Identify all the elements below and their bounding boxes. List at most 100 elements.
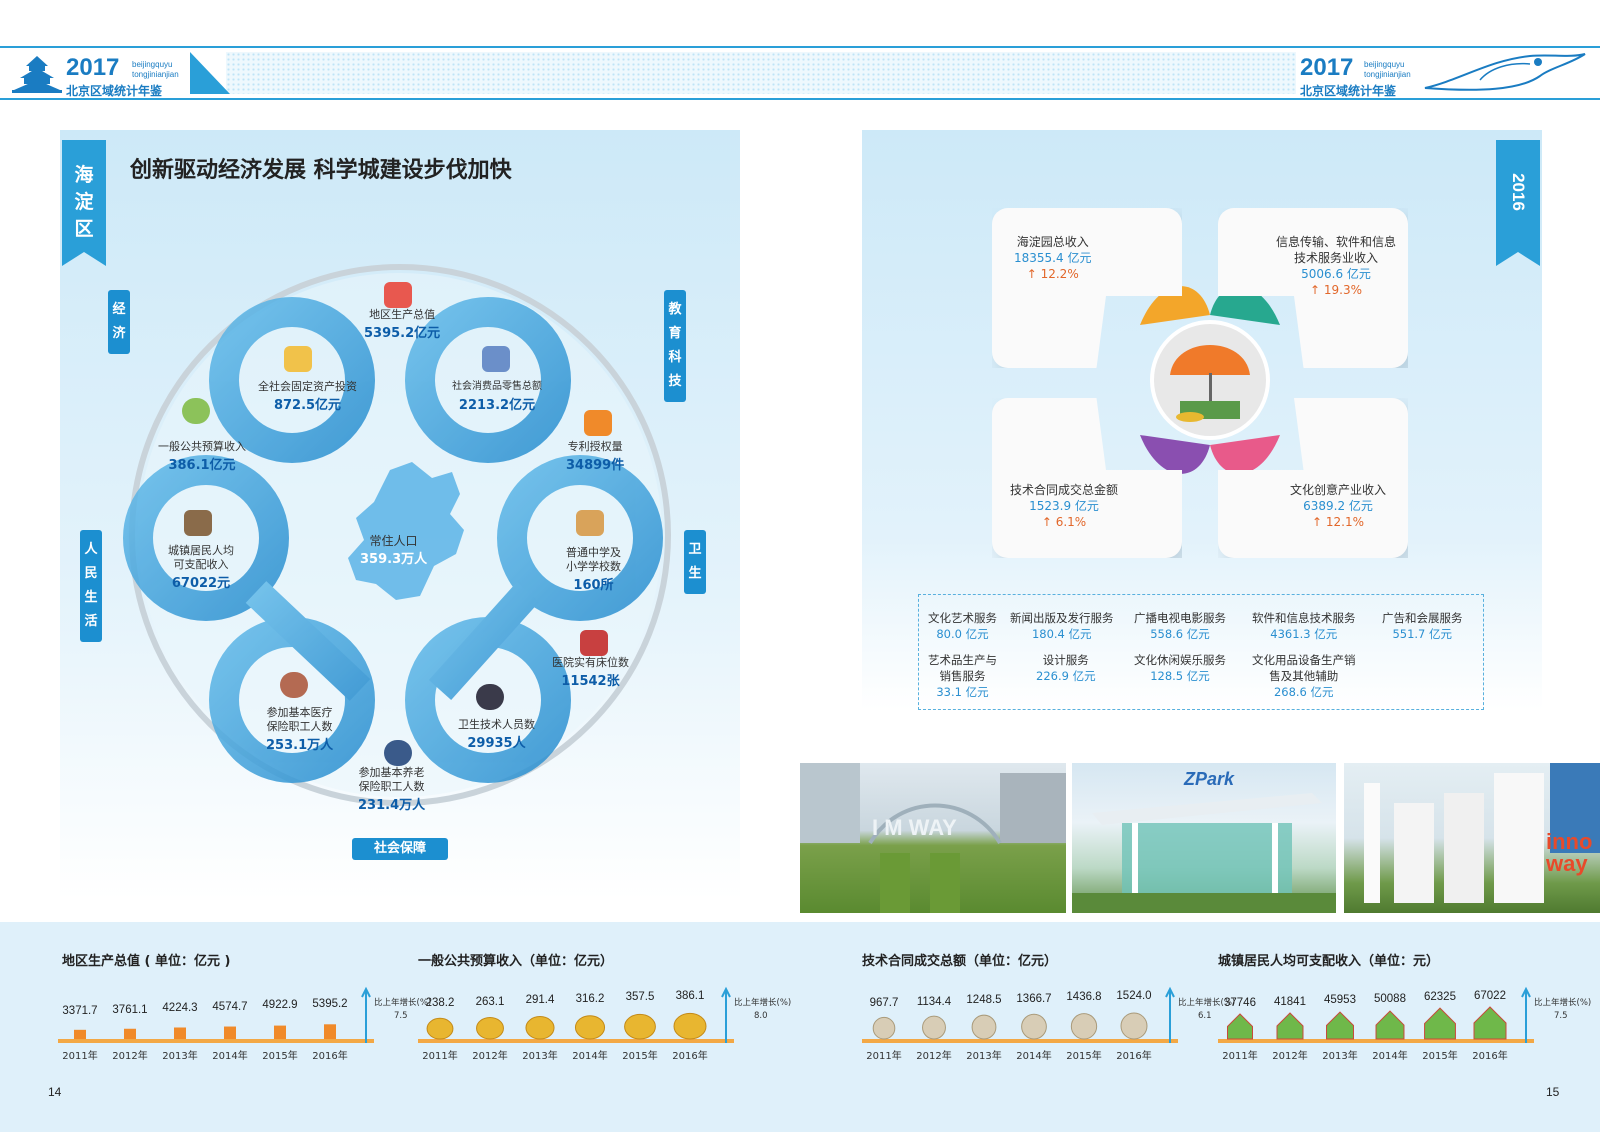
tick-label: 2014年	[1372, 1051, 1408, 1062]
tick-label: 2011年	[1222, 1051, 1258, 1062]
tick-label: 2012年	[112, 1051, 148, 1062]
chart-baseline	[58, 1039, 374, 1043]
pensioners-icon	[384, 740, 412, 766]
tick-label: 2016年	[672, 1051, 708, 1062]
data-label: 1366.7	[1016, 992, 1052, 1005]
chart-mark	[872, 1016, 896, 1040]
patent-icon	[584, 410, 612, 436]
chart-baseline	[862, 1039, 1178, 1043]
data-label: 291.4	[525, 994, 555, 1006]
chart-mark	[124, 1028, 136, 1039]
growth-arrow-icon	[721, 986, 731, 1043]
tick-label: 2012年	[916, 1051, 952, 1062]
mini-chart-svg	[58, 986, 374, 1043]
chart-title-income: 城镇居民人均可支配收入（单位：元）	[1218, 954, 1440, 969]
data-label: 50088	[1374, 992, 1406, 1005]
data-label: 41841	[1274, 995, 1306, 1008]
chart-mark	[1226, 1013, 1254, 1040]
tag-economy: 经济	[108, 290, 130, 354]
tick-label: 2011年	[422, 1051, 458, 1062]
tick-label: 2015年	[262, 1051, 298, 1062]
infographic-ring	[123, 264, 671, 806]
tag-social-security: 社会保障	[352, 838, 448, 860]
photo-imway: I M WAY	[800, 763, 1066, 913]
data-label: 263.1	[475, 995, 505, 1008]
growth-value: 8.0	[754, 1011, 768, 1021]
data-label: 67022	[1474, 989, 1506, 1002]
growth-value: 7.5	[394, 1011, 408, 1021]
chart-mark	[274, 1025, 286, 1039]
photo-innoway: inno way	[1344, 763, 1600, 913]
tick-label: 2014年	[572, 1051, 608, 1062]
data-label: 62325	[1424, 991, 1456, 1003]
data-label: 1134.4	[916, 995, 952, 1008]
page-number-right: 15	[1546, 1085, 1560, 1099]
tick-label: 2012年	[1272, 1051, 1308, 1062]
chart-mark	[1120, 1012, 1148, 1040]
tag-health: 卫生	[684, 530, 706, 594]
data-label: 3371.7	[62, 1005, 98, 1017]
data-label: 5395.2	[312, 997, 348, 1010]
chart-mark	[1375, 1010, 1405, 1040]
chart-title-contract: 技术合同成交总额（单位：亿元）	[862, 954, 1058, 969]
umbrella-petals	[1140, 286, 1280, 474]
chart-title-gdp: 地区生产总值 ( 单位：亿元 )	[62, 954, 231, 969]
growth-caption: 比上年增长(%)	[1534, 998, 1592, 1008]
data-label: 1524.0	[1116, 989, 1152, 1002]
chart-mark	[174, 1027, 186, 1039]
investment-icon	[284, 346, 312, 372]
growth-label: 比上年增长(%)6.1	[1178, 997, 1235, 1023]
gdp-icon	[384, 282, 412, 308]
tick-label: 2016年	[312, 1051, 348, 1062]
data-label: 238.2	[425, 997, 455, 1009]
money-tree-icon	[182, 398, 210, 424]
logo-year: 2017	[1300, 54, 1354, 81]
temple-of-heaven-icon	[12, 56, 62, 93]
year-ribbon: 2016	[1496, 140, 1540, 266]
page-title: 创新驱动经济发展 科学城建设步伐加快	[130, 158, 512, 183]
chart-mark	[525, 1016, 555, 1040]
flying-horse-icon	[1424, 53, 1586, 91]
growth-label: 比上年增长(%)7.5	[374, 997, 431, 1023]
chart-baseline	[418, 1039, 734, 1043]
chart-title-budget: 一般公共预算收入（单位：亿元）	[418, 954, 614, 969]
district-ribbon: 海淀区	[62, 140, 106, 266]
chart-baseline	[1218, 1039, 1534, 1043]
chart-mark	[224, 1026, 236, 1039]
data-label: 37746	[1224, 997, 1256, 1009]
tick-label: 2013年	[522, 1051, 558, 1062]
growth-caption: 比上年增长(%)	[734, 998, 792, 1008]
growth-arrow-icon	[1165, 986, 1175, 1043]
data-label: 4922.9	[262, 999, 298, 1011]
tag-livelihood: 人民生活	[80, 530, 102, 642]
chart-mark	[1021, 1013, 1047, 1040]
chart-mark	[971, 1014, 997, 1040]
tick-label: 2014年	[1016, 1051, 1052, 1062]
data-label: 45953	[1324, 994, 1356, 1006]
header-pattern	[226, 52, 1296, 94]
chart-mark	[624, 1013, 656, 1040]
chart-mark	[673, 1012, 707, 1040]
data-label: 4224.3	[162, 1002, 198, 1014]
